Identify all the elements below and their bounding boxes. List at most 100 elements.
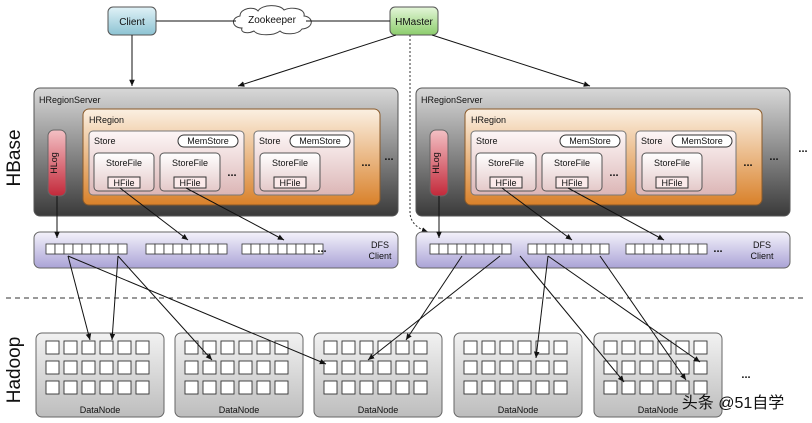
hmaster-dfs-dotted-arrow bbox=[409, 35, 429, 233]
hfile-write-arrow bbox=[501, 187, 573, 241]
datanode-block bbox=[535, 380, 550, 395]
ellipsis: ... bbox=[743, 157, 752, 169]
datanode-block bbox=[499, 360, 514, 375]
memstore bbox=[559, 134, 621, 148]
ellipsis: ... bbox=[798, 143, 807, 155]
ellipsis: ... bbox=[384, 151, 393, 163]
client-label: Client bbox=[119, 17, 145, 28]
memstore bbox=[289, 134, 351, 148]
datanode-block bbox=[184, 380, 199, 395]
hlog-label: HLog bbox=[49, 152, 59, 174]
dfs-block bbox=[599, 243, 610, 255]
hlog-label: HLog bbox=[431, 152, 441, 174]
datanode-block bbox=[63, 360, 78, 375]
ellipsis: ... bbox=[227, 167, 236, 179]
dfs-block bbox=[90, 243, 101, 255]
dfs-block bbox=[250, 243, 261, 255]
datanode-block bbox=[603, 340, 618, 355]
dfs-block bbox=[572, 243, 583, 255]
datanode-block bbox=[323, 380, 338, 395]
datanode-block bbox=[202, 380, 217, 395]
dfs-block bbox=[545, 243, 556, 255]
datanode-block bbox=[553, 340, 568, 355]
datanode-block bbox=[693, 380, 708, 395]
dfs-client-label-line1: DFS bbox=[753, 240, 771, 250]
datanode-block bbox=[341, 380, 356, 395]
datanode-block bbox=[481, 340, 496, 355]
datanode-block bbox=[639, 340, 654, 355]
ellipsis: ... bbox=[361, 157, 370, 169]
datanode-block bbox=[359, 340, 374, 355]
dfs-block bbox=[190, 243, 201, 255]
dfs-block bbox=[54, 243, 65, 255]
datanode-block bbox=[621, 380, 636, 395]
datanode-block bbox=[323, 340, 338, 355]
dfs-block bbox=[590, 243, 601, 255]
dfs-block bbox=[670, 243, 681, 255]
datanode-block bbox=[220, 340, 235, 355]
dfs-block bbox=[643, 243, 654, 255]
datanode-block bbox=[413, 360, 428, 375]
dfs-block bbox=[527, 243, 538, 255]
datanode-label: DataNode bbox=[358, 405, 399, 415]
datanode-block bbox=[274, 360, 289, 375]
dfs-block-row bbox=[429, 243, 708, 255]
dfs-block bbox=[99, 243, 110, 255]
hmaster-label: HMaster bbox=[395, 17, 433, 28]
dfs-block bbox=[536, 243, 547, 255]
dfs-block-group bbox=[625, 243, 708, 255]
dfs-block bbox=[456, 243, 467, 255]
dfs-block bbox=[268, 243, 279, 255]
dfs-block bbox=[241, 243, 252, 255]
datanode-block bbox=[220, 380, 235, 395]
dfs-block bbox=[563, 243, 574, 255]
datanode-label: DataNode bbox=[498, 405, 539, 415]
dfs-block bbox=[313, 243, 324, 255]
datanode-block bbox=[238, 360, 253, 375]
hadoop-side-label: Hadoop bbox=[4, 337, 25, 404]
hregion: HRegion Store MemStore StoreFile HFile S… bbox=[464, 108, 763, 206]
hfile-write-arrow bbox=[567, 187, 665, 241]
dfs-block bbox=[259, 243, 270, 255]
dfs-client-2: ... DFS Client bbox=[415, 231, 791, 269]
hregionserver-title: HRegionServer bbox=[39, 95, 101, 105]
hmaster-arrow-right bbox=[431, 34, 591, 87]
datanode-block bbox=[256, 360, 271, 375]
hfile bbox=[555, 176, 589, 189]
datanode-label: DataNode bbox=[219, 405, 260, 415]
datanode-block bbox=[395, 380, 410, 395]
dfs-block bbox=[438, 243, 449, 255]
datanode-block bbox=[413, 340, 428, 355]
hfile-write-arrow bbox=[185, 187, 285, 241]
datanode-block bbox=[675, 360, 690, 375]
datanode: DataNode bbox=[174, 332, 304, 418]
dfs-block-group bbox=[429, 243, 512, 255]
storefile-label: StoreFile bbox=[172, 158, 208, 168]
dfs-block bbox=[429, 243, 440, 255]
datanode-block bbox=[323, 360, 338, 375]
datanode: DataNode bbox=[453, 332, 583, 418]
datanode-block bbox=[621, 340, 636, 355]
datanode-block bbox=[675, 340, 690, 355]
datanode-block bbox=[81, 380, 96, 395]
store: Store MemStore StoreFile HFile bbox=[635, 130, 737, 196]
datanode-block bbox=[184, 340, 199, 355]
dfs-block bbox=[688, 243, 699, 255]
datanode-block bbox=[220, 360, 235, 375]
memstore bbox=[177, 134, 239, 148]
datanode: DataNode bbox=[35, 332, 165, 418]
dfs-client-label-line2: Client bbox=[368, 251, 392, 261]
hfile bbox=[107, 176, 141, 189]
datanode-block bbox=[657, 360, 672, 375]
datanode-block bbox=[274, 380, 289, 395]
datanode-block bbox=[621, 360, 636, 375]
datanode-block bbox=[99, 380, 114, 395]
dfs-block bbox=[81, 243, 92, 255]
dfs-block bbox=[295, 243, 306, 255]
dfs-block bbox=[108, 243, 119, 255]
datanode-block bbox=[553, 360, 568, 375]
storefile-label: StoreFile bbox=[106, 158, 142, 168]
datanode-block bbox=[657, 380, 672, 395]
